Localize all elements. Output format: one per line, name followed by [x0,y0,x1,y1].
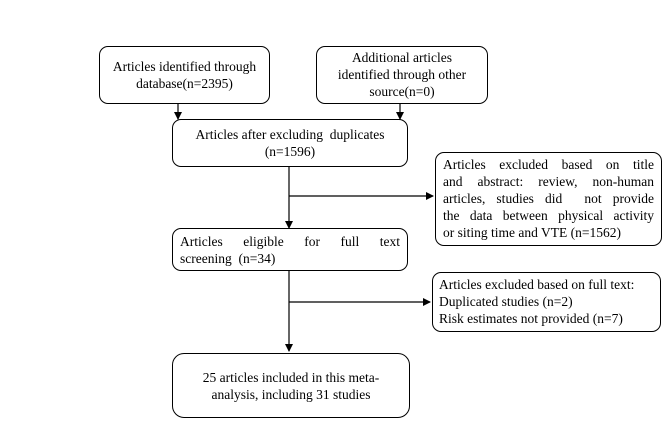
box-included: 25 articles included in this meta- analy… [172,353,410,418]
box-other-sources-line-1: Additional articles [351,49,453,65]
box-excluded-title-line-4: the data between physical activity [443,208,654,223]
box-eligible: Articles eligible for full text screenin… [172,228,408,271]
box-included-line-1: 25 articles included in this meta- [202,369,380,385]
box-excluded-title-line-2: and abstract: review, non-human [443,174,654,189]
box-excluded-full-text: Articles excluded based on full text: Du… [432,272,661,332]
box-excluded-full-text-line-3: Risk estimates not provided (n=7) [439,311,623,326]
box-excluded-title-abstract: Articles excluded based on title and abs… [435,152,662,246]
box-eligible-line-2: screening (n=34) [180,251,276,266]
box-excluded-full-text-line-2: Duplicated studies (n=2) [439,294,573,309]
box-database-line-1: Articles identified through [112,59,257,74]
box-after-duplicates-line-1: Articles after excluding duplicates [195,127,385,142]
box-after-duplicates-line-2: (n=1596) [264,144,316,159]
box-other-sources-line-3: source(n=0) [369,83,435,99]
box-eligible-line-1: Articles eligible for full text [180,234,400,249]
box-other-sources: Additional articles identified through o… [316,46,488,104]
box-included-line-2: analysis, including 31 studies [211,386,371,402]
box-excluded-title-line-3: articles, studies did not provide [443,191,654,206]
box-excluded-title-line-5: or siting time and VTE (n=1562) [443,225,621,240]
box-database: Articles identified through database(n=2… [99,46,270,104]
box-database-line-2: database(n=2395) [136,76,233,91]
box-other-sources-line-2: identified through other [337,66,467,82]
box-excluded-full-text-line-1: Articles excluded based on full text: [439,277,635,292]
box-after-duplicates: Articles after excluding duplicates (n=1… [172,119,408,167]
box-excluded-title-line-1: Articles excluded based on title [443,157,654,172]
